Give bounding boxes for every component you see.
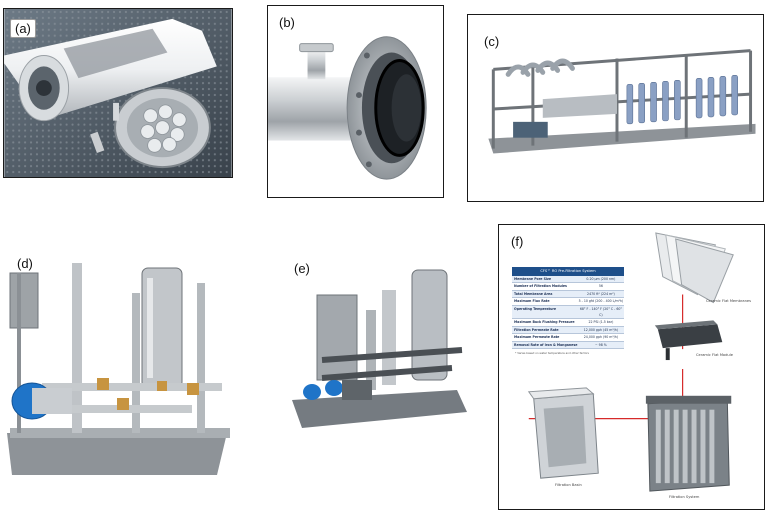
- caption-membranes: Ceramic Flat Membranes: [706, 299, 751, 303]
- spec-table: CFS™ RO Pre-Filtration System Membrane P…: [512, 267, 624, 355]
- spec-table-title: CFS™ RO Pre-Filtration System: [512, 267, 624, 276]
- spec-table-note: * Varies based on water temperature and …: [515, 351, 589, 356]
- spec-value: 2470 ft² (224 m²): [587, 291, 615, 296]
- caption-basin: Filtration Basin: [555, 483, 582, 487]
- table-row: Number of Filtration Modules 56: [512, 283, 624, 291]
- table-row: Removal Rate of Iron & Manganese ~ 98 %: [512, 341, 624, 350]
- spec-key: Maximum Permeate Rate: [514, 335, 560, 340]
- spec-key: Filtration Permeate Rate: [514, 327, 559, 332]
- spec-value: 12,000 gph (45 m³/h): [583, 327, 619, 332]
- table-row: Filtration Permeate Rate 12,000 gph (45 m…: [512, 326, 624, 335]
- spec-value: 0.20 μm (200 nm): [586, 277, 616, 281]
- table-row: Maximum Back Flushing Pressure 22 PSI (1.…: [512, 319, 624, 327]
- spec-key: Operating Temperature: [514, 306, 557, 311]
- table-row: Operating Temperature 68° F - 140° F (20°…: [512, 305, 624, 320]
- spec-value: ~ 98 %: [595, 342, 607, 347]
- spec-key: Maximum Flux Rate: [514, 299, 550, 304]
- panel-b: (b): [267, 5, 444, 198]
- panel-label: (b): [279, 15, 295, 30]
- spec-value: 22 PSI (1.5 bar): [588, 320, 614, 325]
- table-row: Maximum Flux Rate 5 - 10 gfd (200 - 400 L…: [512, 298, 624, 306]
- spec-value: 24,000 gph (90 m³/h): [583, 335, 619, 340]
- skid-rack-render: [468, 15, 763, 201]
- filtration-basin-graphic: [527, 387, 599, 479]
- panel-label: (f): [511, 234, 524, 249]
- filtration-skid-photo: [2, 233, 232, 483]
- spec-value: 5 - 10 gfd (200 - 400 L/m²h): [578, 299, 624, 304]
- caption-module: Ceramic Flat Module: [696, 353, 733, 357]
- panel-label: (a): [10, 19, 36, 38]
- panel-label: (c): [484, 34, 500, 49]
- ceramic-module-graphic: [654, 320, 723, 361]
- compact-skid-photo: [282, 250, 472, 440]
- ceramic-tube-module-photo: [4, 9, 232, 177]
- table-row: Membrane Pore Size 0.20 μm (200 nm): [512, 276, 624, 284]
- table-row: Total Membrane Area 2470 ft² (224 m²): [512, 290, 624, 299]
- spec-table-body: Membrane Pore Size 0.20 μm (200 nm) Numbe…: [512, 276, 624, 350]
- filtration-system-graphic: [645, 395, 732, 492]
- spec-key: Number of Filtration Modules: [514, 284, 567, 289]
- panel-d: (d): [2, 233, 232, 483]
- panel-a: (a): [3, 8, 233, 178]
- table-row: Maximum Permeate Rate 24,000 gph (90 m³/h…: [512, 334, 624, 342]
- spec-key: Membrane Pore Size: [514, 277, 551, 281]
- stainless-housing-photo: [268, 6, 443, 197]
- spec-key: Removal Rate of Iron & Manganese: [514, 342, 578, 347]
- panel-label: (d): [17, 256, 33, 271]
- panel-f: (f) CFS™ RO Pre-Filtration System Membra…: [498, 224, 765, 510]
- panel-c: (c): [467, 14, 764, 202]
- caption-system: Filtration System: [669, 495, 700, 499]
- spec-key: Maximum Back Flushing Pressure: [514, 320, 575, 325]
- spec-value: 68° F - 140° F (20° C - 60° C): [579, 306, 622, 318]
- panel-e: (e): [282, 250, 472, 440]
- ceramic-membranes-graphic: [655, 232, 734, 304]
- panel-label: (e): [294, 261, 310, 276]
- spec-value: 56: [598, 284, 603, 289]
- spec-key: Total Membrane Area: [514, 291, 553, 296]
